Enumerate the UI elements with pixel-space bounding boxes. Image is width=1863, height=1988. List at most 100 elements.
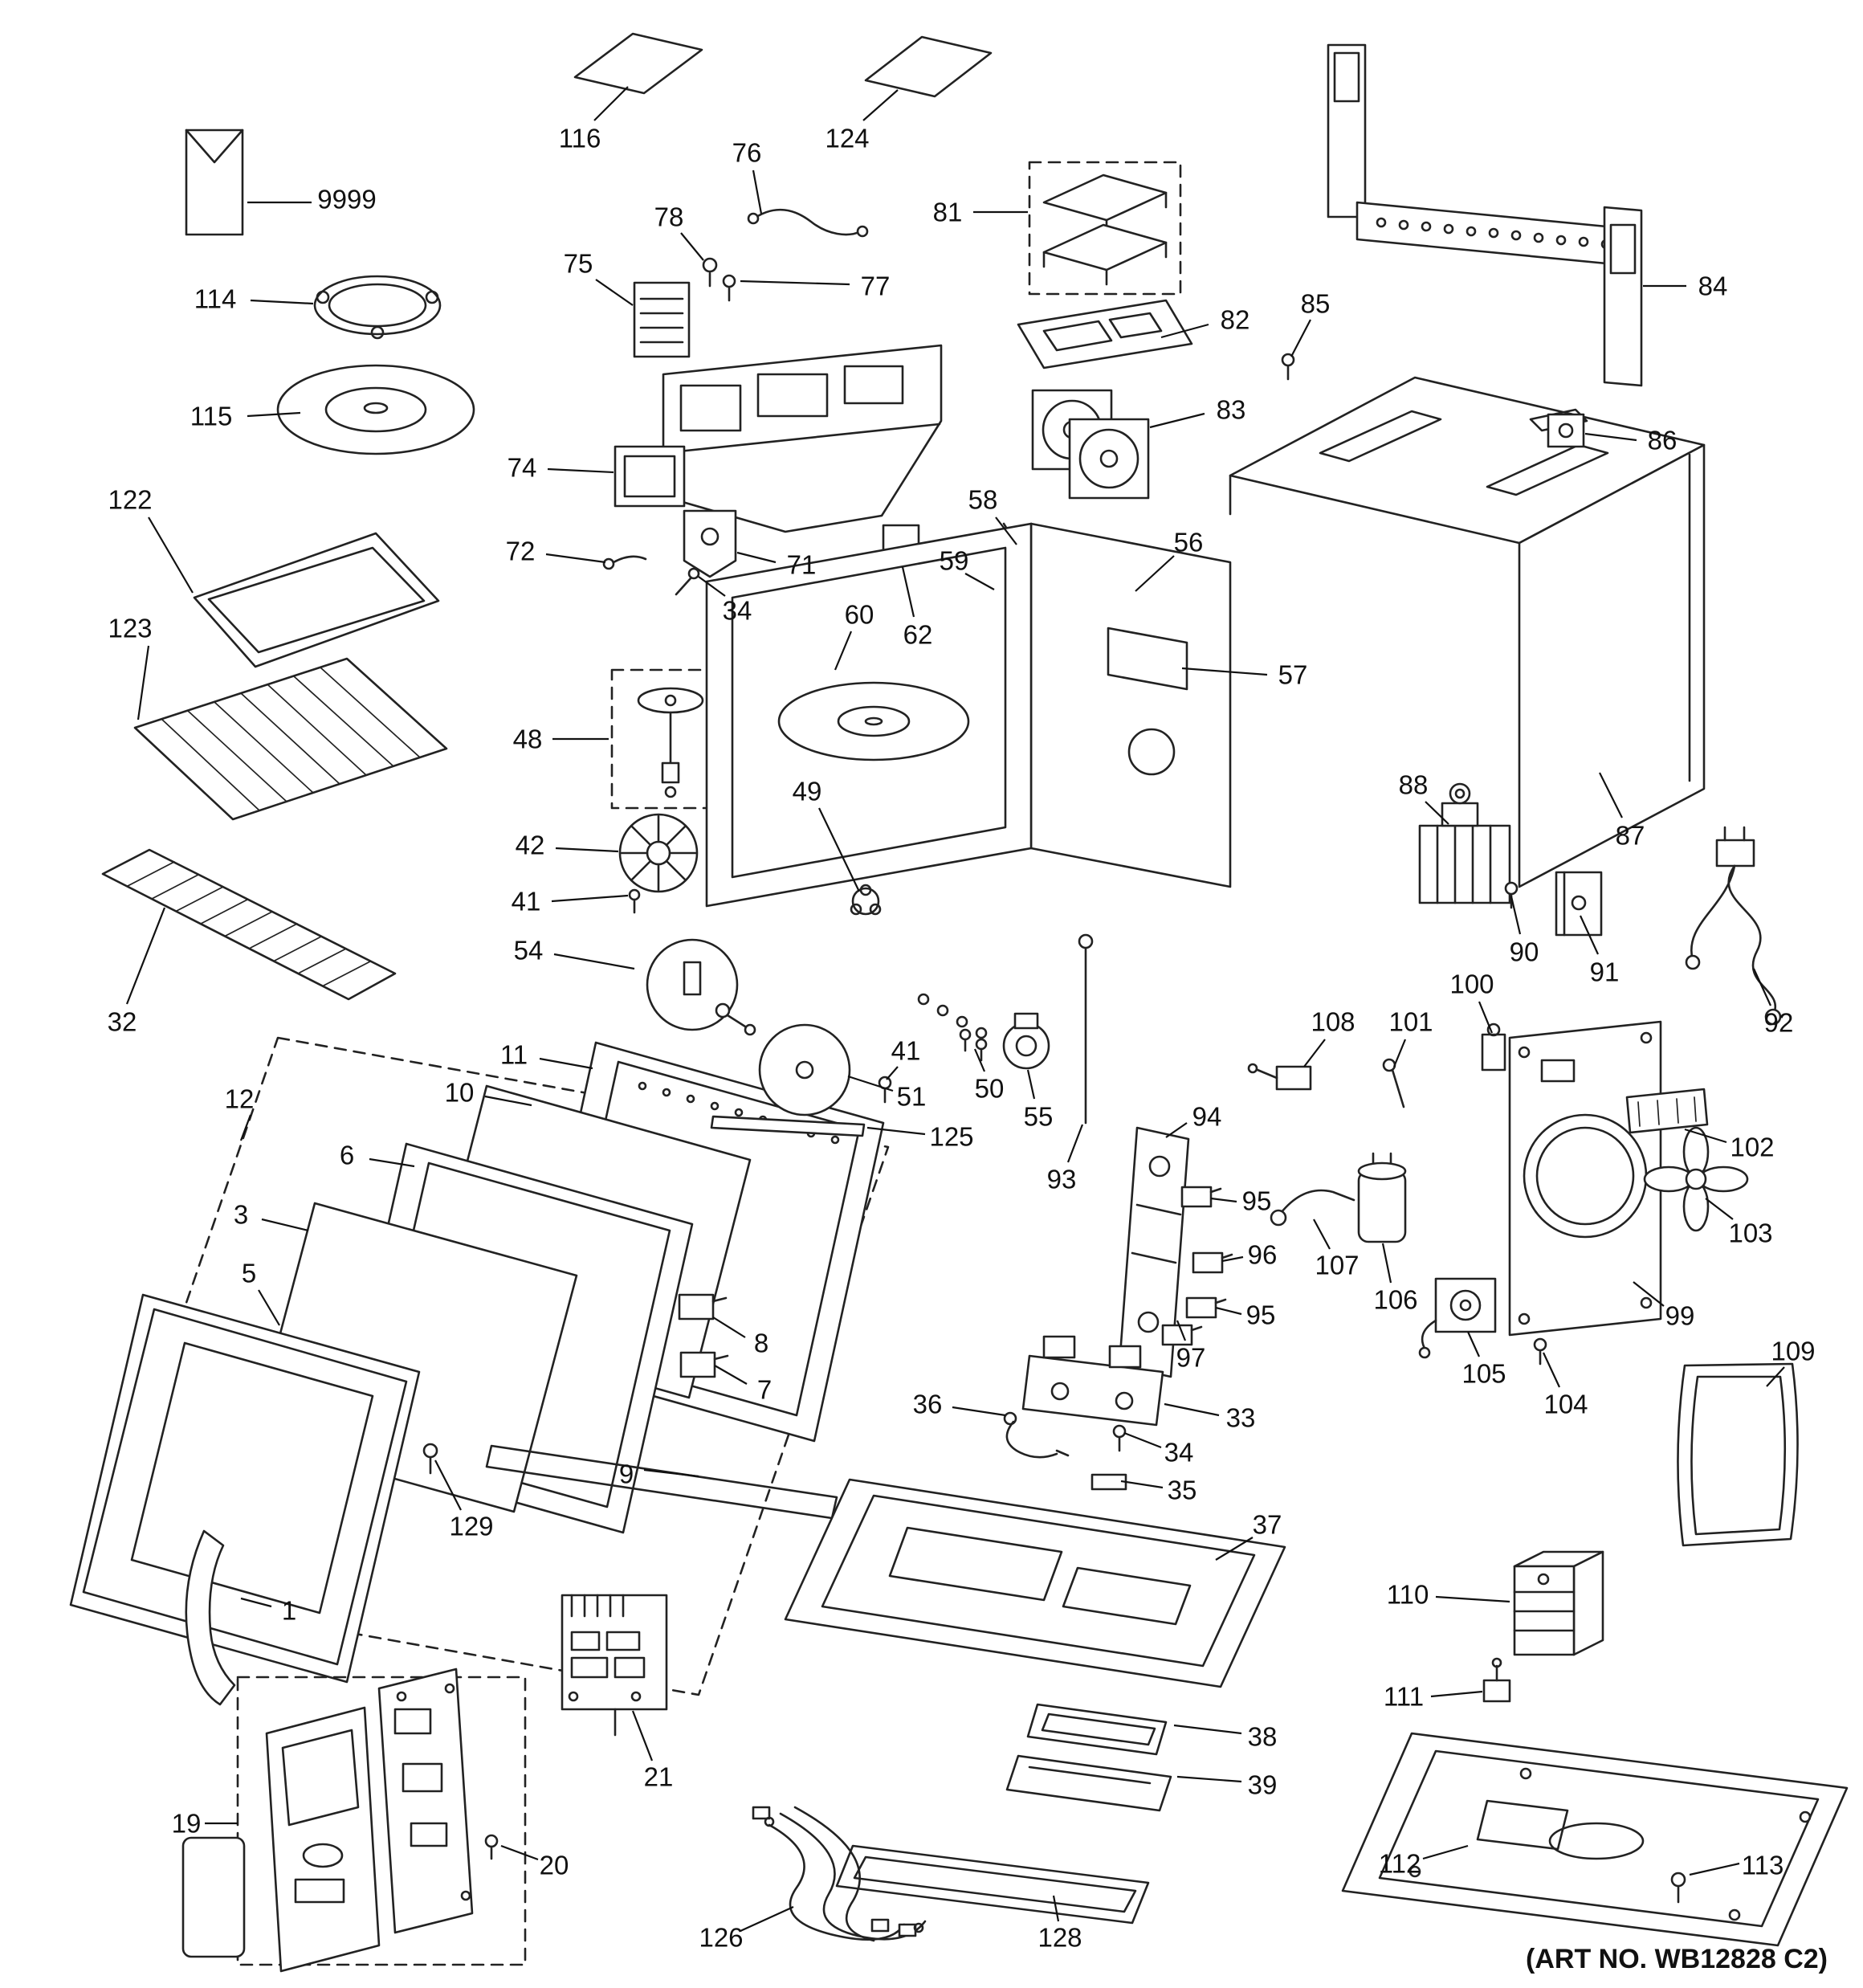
- callout-leader-75-5: [595, 279, 634, 306]
- callout-label-10-42: 10: [445, 1078, 475, 1108]
- callout-label-93-50: 93: [1047, 1165, 1077, 1194]
- callout-leader-129-74: [434, 1459, 462, 1511]
- callout-label-57-25: 57: [1278, 660, 1308, 690]
- callout-leader-83-12: [1149, 412, 1205, 429]
- callout-leader-122-24: [148, 516, 194, 594]
- screw-34-lower: [1112, 1424, 1127, 1452]
- callout-leader-34-71: [1123, 1431, 1162, 1449]
- callout-leader-56-17: [1135, 555, 1175, 592]
- callout-label-74-15: 74: [508, 453, 537, 483]
- roller-ring-114: [313, 275, 442, 340]
- callout-label-92-35: 92: [1764, 1008, 1794, 1038]
- callout-leader-100-37: [1478, 1001, 1494, 1034]
- stirrer-plate-54: [646, 938, 756, 1036]
- vent-duct-37: [784, 1478, 1286, 1688]
- callout-label-125-48: 125: [929, 1122, 973, 1152]
- bracket-71: [683, 509, 737, 578]
- screw-85: [1281, 353, 1295, 381]
- screw-104: [1533, 1337, 1547, 1365]
- callout-label-20-82: 20: [540, 1851, 569, 1880]
- callout-leader-105-65: [1466, 1331, 1481, 1357]
- callout-leader-57-25: [1181, 667, 1268, 676]
- callout-leader-39-80: [1176, 1775, 1242, 1783]
- callout-leader-54-36: [553, 953, 635, 970]
- callout-leader-77-6: [740, 280, 850, 286]
- callout-leader-108-38: [1303, 1039, 1326, 1067]
- callout-leader-91-34: [1580, 915, 1599, 955]
- power-cord-92: [1685, 826, 1782, 1026]
- latch-board-33: [1021, 1335, 1164, 1427]
- callout-label-19-81: 19: [172, 1809, 202, 1839]
- magnetron-88: [1418, 782, 1511, 904]
- callout-leader-32-40: [125, 907, 166, 1005]
- bolt-93: [1078, 933, 1094, 1125]
- switch-96: [1192, 1251, 1233, 1274]
- callout-label-49-29: 49: [793, 777, 822, 806]
- base-plate-112: [1341, 1732, 1849, 1947]
- callout-leader-107-58: [1313, 1219, 1331, 1250]
- callout-label-113-84: 113: [1742, 1851, 1784, 1880]
- callout-label-38-79: 38: [1248, 1722, 1278, 1752]
- callout-leader-97-62: [1176, 1320, 1187, 1341]
- art-number: (ART NO. WB12828 C2): [1526, 1944, 1828, 1974]
- callout-leader-10-42: [484, 1095, 532, 1107]
- callout-label-9999-3: 9999: [317, 185, 376, 214]
- turntable-coupler-49: [850, 884, 882, 916]
- callout-label-35-72: 35: [1168, 1476, 1197, 1505]
- callout-label-34-22: 34: [723, 596, 752, 626]
- callout-label-111-78: 111: [1384, 1682, 1424, 1712]
- door-latch-8: [678, 1293, 728, 1321]
- callout-leader-7-64: [714, 1365, 748, 1385]
- latch-support-94: [1118, 1126, 1190, 1378]
- screws-50: [959, 1028, 988, 1062]
- callout-label-39-80: 39: [1248, 1770, 1278, 1800]
- callout-label-12-44: 12: [225, 1084, 255, 1114]
- callout-leader-37-75: [1215, 1537, 1254, 1561]
- switch-97: [1161, 1324, 1203, 1346]
- callout-leader-99-61: [1633, 1281, 1665, 1307]
- callout-label-37-75: 37: [1253, 1510, 1282, 1540]
- door-handle-1: [185, 1529, 236, 1706]
- callout-label-55-47: 55: [1024, 1102, 1054, 1132]
- callout-label-90-33: 90: [1510, 937, 1539, 967]
- lever-107: [1270, 1189, 1355, 1227]
- callout-label-54-36: 54: [514, 936, 544, 965]
- callout-label-103-55: 103: [1728, 1219, 1772, 1248]
- wire-rack-123: [133, 657, 448, 821]
- callout-label-21-77: 21: [644, 1762, 674, 1792]
- fan-blade-103: [1643, 1126, 1749, 1232]
- thermostat-108: [1247, 1063, 1312, 1091]
- callout-label-87-31: 87: [1616, 821, 1645, 851]
- callout-leader-109-67: [1766, 1366, 1785, 1387]
- callout-leader-42-30: [555, 847, 619, 853]
- callout-leader-114-7: [250, 299, 314, 305]
- callout-leader-104-66: [1543, 1352, 1560, 1388]
- harness-36: [1003, 1411, 1070, 1459]
- callout-leader-86-13: [1584, 432, 1637, 442]
- callout-leader-102-51: [1684, 1128, 1727, 1144]
- callout-label-34-71: 34: [1164, 1438, 1194, 1468]
- callout-label-108-38: 108: [1311, 1007, 1355, 1037]
- callout-leader-41-43: [886, 1066, 899, 1080]
- coupler-kit-48: [610, 668, 731, 810]
- callout-leader-92-35: [1752, 968, 1772, 1006]
- callout-leader-124-1: [862, 89, 899, 121]
- thermistor-wire-76: [747, 208, 869, 238]
- callout-leader-9-68: [643, 1468, 699, 1478]
- callout-label-32-40: 32: [108, 1007, 137, 1037]
- small-grille-75: [633, 281, 691, 358]
- callout-leader-60-23: [834, 631, 853, 671]
- callout-label-72-18: 72: [506, 537, 536, 566]
- antenna-disc-51: [758, 1023, 851, 1116]
- callout-label-60-23: 60: [845, 600, 874, 630]
- callout-leader-126-85: [740, 1905, 794, 1933]
- control-membrane-board: [377, 1668, 474, 1934]
- callout-label-48-27: 48: [513, 725, 543, 754]
- callout-label-51-45: 51: [897, 1082, 927, 1112]
- vent-grille-32: [101, 848, 397, 1001]
- callout-label-36-69: 36: [913, 1390, 943, 1419]
- smart-board-21: [561, 1594, 668, 1737]
- callout-label-77-6: 77: [861, 271, 891, 301]
